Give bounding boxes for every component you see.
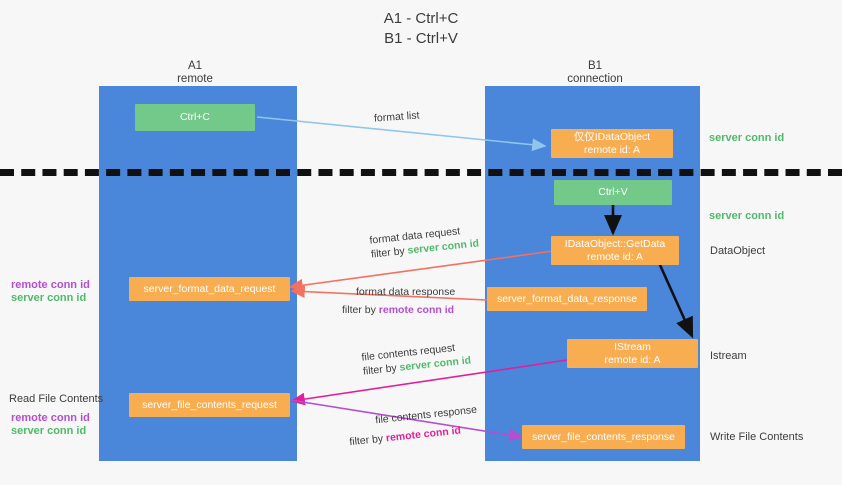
right-label-istream: Istream [710,350,747,362]
node-server-file-contents-response[interactable]: server_file_contents_response [522,425,685,449]
edge-label-format-data-response-text: format data response [356,286,456,298]
edge-label-format-data-response-filter: filter by remote conn id [342,303,455,317]
node-ctrl-c-line1: Ctrl+C [179,111,211,124]
filter-prefix: filter by [370,244,409,261]
edge-label-format-list-text: format list [373,109,420,125]
column-header-b1-name: B1 [587,60,603,72]
right-label-server-conn-id-second: server conn id [709,210,785,222]
node-idataobject-remote-line1: 仅仅IDataObject [573,131,651,143]
arrow-getdata-to-istream [658,264,694,339]
node-ctrl-v-line1: Ctrl+V [598,186,628,199]
column-header-a1-name: A1 [187,60,203,72]
node-server-file-contents-request[interactable]: server_file_contents_request [129,393,290,417]
column-header-a1-sub: remote [177,73,213,85]
filter-prefix: filter by [342,304,379,316]
arrow-format-list [256,116,547,152]
node-server-format-data-request[interactable]: server_format_data_request [129,277,290,301]
node-istream-line1: IStream [614,341,651,353]
right-label-write-file-contents: Write File Contents [710,431,804,443]
node-getdata-line2: remote id: A [586,250,644,263]
arrow-file-contents-response [289,399,524,442]
left-label-server-conn-id-low: server conn id [11,425,87,437]
page-title: A1 - Ctrl+C B1 - Ctrl+V [383,10,459,47]
left-label-remote-conn-id-low: remote conn id [11,412,90,424]
node-server-format-data-request-label: server_format_data_request [143,282,276,295]
arrow-file-contents-request [290,359,568,406]
edge-label-format-data-response: format data response filter by remote co… [342,285,456,317]
phase-divider [0,169,842,176]
filter-prefix: filter by [348,432,387,449]
node-server-format-data-response-label: server_format_data_response [496,292,638,305]
node-istream[interactable]: IStream remote id: A [567,339,698,368]
column-header-b1: B1 connection [545,60,645,86]
left-label-read-file-contents: Read File Contents [9,393,104,405]
right-label-dataobject: DataObject [710,245,766,257]
column-header-a1: A1 remote [145,60,245,86]
filter-prefix: filter by [362,361,401,378]
node-server-format-data-response[interactable]: server_format_data_response [487,287,647,311]
node-getdata-line1: IDataObject::GetData [564,238,666,250]
node-getdata[interactable]: IDataObject::GetData remote id: A [551,236,679,265]
node-server-file-contents-response-label: server_file_contents_response [531,430,675,443]
node-idataobject-remote[interactable]: 仅仅IDataObject remote id: A [551,129,673,158]
column-header-b1-sub: connection [567,73,623,85]
right-label-server-conn-id-top: server conn id [709,132,785,144]
node-server-file-contents-request-label: server_file_contents_request [142,398,277,411]
filter-key-remote-conn-id: remote conn id [378,304,455,316]
arrow-format-data-response [290,285,488,301]
node-ctrl-v[interactable]: Ctrl+V [554,180,672,205]
left-label-server-conn-id-mid: server conn id [11,292,87,304]
node-istream-line2: remote id: A [604,353,661,366]
node-ctrl-c[interactable]: Ctrl+C [135,104,255,131]
left-label-remote-conn-id-mid: remote conn id [11,279,90,291]
arrow-format-data-request [288,250,554,292]
node-idataobject-remote-line2: remote id: A [583,143,641,156]
